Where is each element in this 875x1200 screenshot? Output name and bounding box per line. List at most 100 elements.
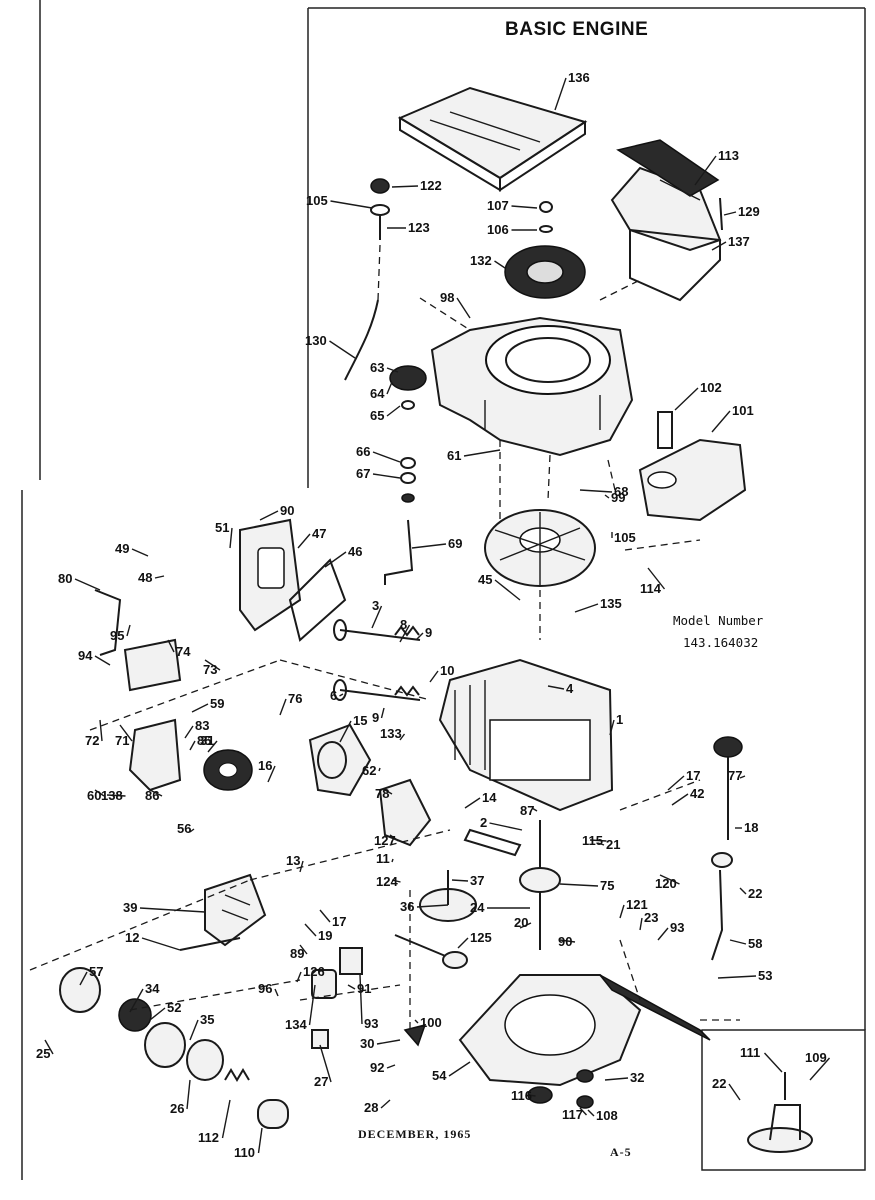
callout-number: 30: [360, 1036, 374, 1051]
callout-number: 15: [353, 713, 367, 728]
callout-leader: [359, 974, 363, 1025]
callout-leader: [99, 719, 103, 742]
callout-leader: [184, 725, 194, 739]
callout-number: 48: [138, 570, 152, 585]
callout-leader: [639, 917, 643, 931]
callout-leader: [189, 740, 196, 751]
callout-number: 66: [356, 444, 370, 459]
part-governor-bracket: [94, 589, 182, 692]
callout-leader: [372, 473, 401, 479]
part-starter-screen: [504, 245, 586, 299]
callout-leader: [386, 381, 393, 395]
callout-leader: [456, 297, 471, 319]
callout-leader: [619, 904, 625, 919]
callout-number: 105: [306, 193, 328, 208]
model-number-value: 143.164032: [683, 635, 758, 650]
diagram-title: BASIC ENGINE: [505, 19, 648, 40]
callout-number: 98: [440, 290, 454, 305]
callout-number: 3: [372, 598, 379, 613]
callout-number: 91: [357, 981, 371, 996]
callout-number: 74: [176, 644, 191, 659]
callout-number: 100: [420, 1015, 442, 1030]
callout-number: 92: [370, 1060, 384, 1075]
callout-leader: [106, 794, 126, 797]
callout-leader: [711, 241, 727, 251]
callout-number: 58: [748, 936, 762, 951]
callout-number: 93: [670, 920, 684, 935]
callout-number: 110: [234, 1145, 255, 1160]
part-knob-bolt: [370, 178, 723, 240]
callout-leader: [204, 659, 221, 671]
callout-number: 132: [470, 253, 492, 268]
callout-number: 57: [89, 964, 103, 979]
callout-number: 96: [258, 981, 272, 996]
callout-leader: [429, 670, 439, 683]
callout-number: 63: [370, 360, 384, 375]
callout-number: 124: [376, 874, 398, 889]
date-label: DECEMBER, 1965: [358, 1127, 471, 1141]
callout-leader: [559, 883, 599, 887]
callout-leader: [391, 879, 401, 883]
callout-leader: [376, 1039, 401, 1045]
callout-number: 31: [200, 733, 214, 748]
part-carburetor: [308, 723, 432, 847]
callout-number: 69: [448, 536, 462, 551]
callout-number: 23: [644, 910, 658, 925]
part-fuel-line: [344, 299, 427, 410]
callout-number: 60: [87, 788, 101, 803]
callout-number: 36: [400, 899, 414, 914]
callout-leader: [597, 842, 605, 846]
callout-leader: [464, 797, 481, 809]
callout-number: 86: [145, 788, 159, 803]
callout-leader: [657, 927, 669, 941]
callout-number: 65: [370, 408, 384, 423]
callout-leader: [579, 489, 613, 493]
callout-leader: [149, 789, 163, 797]
callout-leader: [339, 693, 344, 697]
callout-leader: [189, 828, 195, 833]
callout-number: 80: [58, 571, 72, 586]
callout-leader: [139, 907, 206, 913]
callout-number: 71: [115, 733, 129, 748]
part-flywheel: [484, 509, 596, 587]
part-air-cleaner: [179, 873, 267, 951]
page-code: A-5: [610, 1145, 632, 1159]
callout-leader: [399, 624, 411, 643]
callout-leader: [296, 971, 302, 983]
callout-leader: [414, 1019, 419, 1024]
callout-number: 116: [511, 1088, 532, 1103]
part-recoil-starter: [59, 967, 289, 1129]
callout-leader: [299, 944, 308, 955]
callout-number: 12: [125, 930, 139, 945]
callout-leader: [308, 984, 316, 1026]
callout-leader: [728, 1083, 741, 1101]
callout-leader: [297, 533, 311, 549]
callout-number: 22: [712, 1076, 726, 1091]
callout-leader: [527, 1094, 536, 1097]
model-number-label: Model Number: [673, 613, 764, 628]
callout-number: 25: [36, 1046, 50, 1061]
callout-number: 53: [758, 968, 772, 983]
callout-number: 59: [210, 696, 224, 711]
callout-leader: [229, 527, 233, 549]
callout-leader: [671, 793, 689, 806]
callout-leader: [126, 624, 131, 637]
callout-number: 99: [611, 490, 625, 505]
callout-leader: [384, 789, 393, 795]
callout-number: 75: [600, 878, 614, 893]
callout-leader: [94, 655, 111, 666]
callout-number: 27: [314, 1074, 328, 1089]
callout-number: 26: [170, 1101, 184, 1116]
callout-leader: [79, 971, 88, 986]
callout-leader: [415, 632, 424, 641]
callout-leader: [149, 1007, 166, 1021]
part-blower-housing: [430, 316, 634, 457]
callout-number: 6: [330, 688, 337, 703]
callout-number: 47: [312, 526, 326, 541]
callout-leader: [131, 548, 149, 557]
callout-leader: [191, 703, 209, 713]
callout-number: 95: [110, 628, 124, 643]
callout-number: 115: [582, 833, 603, 848]
part-inset-cam-gear: [747, 1072, 813, 1153]
